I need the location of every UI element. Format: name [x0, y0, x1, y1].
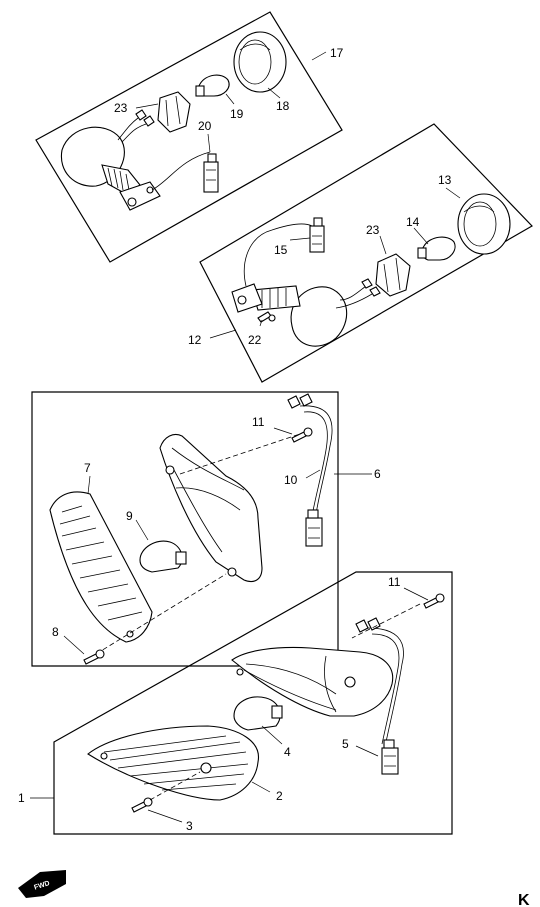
callout-10: 10: [284, 473, 298, 487]
flasher-lens: [290, 286, 348, 347]
callout-8: 8: [52, 625, 59, 639]
bulb-14: [421, 236, 456, 261]
callout-12: 12: [188, 333, 202, 347]
callout-1: 1: [18, 791, 25, 805]
connector: [305, 517, 323, 547]
connector-15: [309, 225, 325, 253]
callout-23-upper: 23: [114, 101, 128, 115]
corner-mark: K: [518, 892, 530, 907]
callout-14: 14: [406, 215, 420, 229]
connector-5: [381, 747, 399, 775]
front-flasher-assembly-17: 17 18 19 20 23: [35, 11, 344, 263]
callout-6: 6: [374, 467, 381, 481]
lens-2: [87, 725, 259, 801]
callout-22: 22: [248, 333, 262, 347]
callout-2: 2: [276, 789, 283, 803]
callout-5: 5: [342, 737, 349, 751]
rear-flasher-assembly-1: 1 2 3 4 5 11: [18, 571, 453, 835]
group-box-1: [53, 571, 453, 835]
callout-23-lower: 23: [366, 223, 380, 237]
callout-20: 20: [198, 119, 212, 133]
front-flasher-assembly-12: 12 13 14 15 22 23: [188, 123, 533, 383]
lens-texture: [59, 505, 143, 621]
rear-flasher-housing: [159, 433, 263, 583]
callout-9: 9: [126, 509, 133, 523]
callout-15: 15: [274, 243, 288, 257]
cap-13: [457, 193, 511, 255]
wire-harness-10: [299, 405, 333, 515]
group-box-17: [35, 11, 343, 263]
mount-bracket: [231, 283, 263, 313]
callout-11-upper: 11: [252, 415, 265, 429]
callout-3: 3: [186, 819, 193, 833]
wire-terminal: [355, 619, 369, 633]
lens-texture: [103, 735, 249, 791]
callout-11-lower: 11: [388, 575, 401, 589]
callout-17: 17: [330, 46, 344, 60]
forward-direction-mark: FWD: [18, 870, 66, 898]
socket-23: [375, 253, 411, 297]
socket-23: [157, 91, 191, 133]
cap-18: [233, 31, 287, 93]
fwd-label: FWD: [33, 880, 50, 892]
callout-7: 7: [84, 461, 91, 475]
callout-19: 19: [230, 107, 244, 121]
rear-flasher-assembly-6: 6 7 8 9 10 11: [31, 391, 381, 667]
connector-20: [203, 161, 219, 193]
callout-4: 4: [284, 745, 291, 759]
callout-13: 13: [438, 173, 452, 187]
callout-18: 18: [276, 99, 290, 113]
rear-flasher-housing: [231, 646, 394, 717]
group-box-12: [199, 123, 533, 383]
lens-7: [49, 491, 153, 643]
